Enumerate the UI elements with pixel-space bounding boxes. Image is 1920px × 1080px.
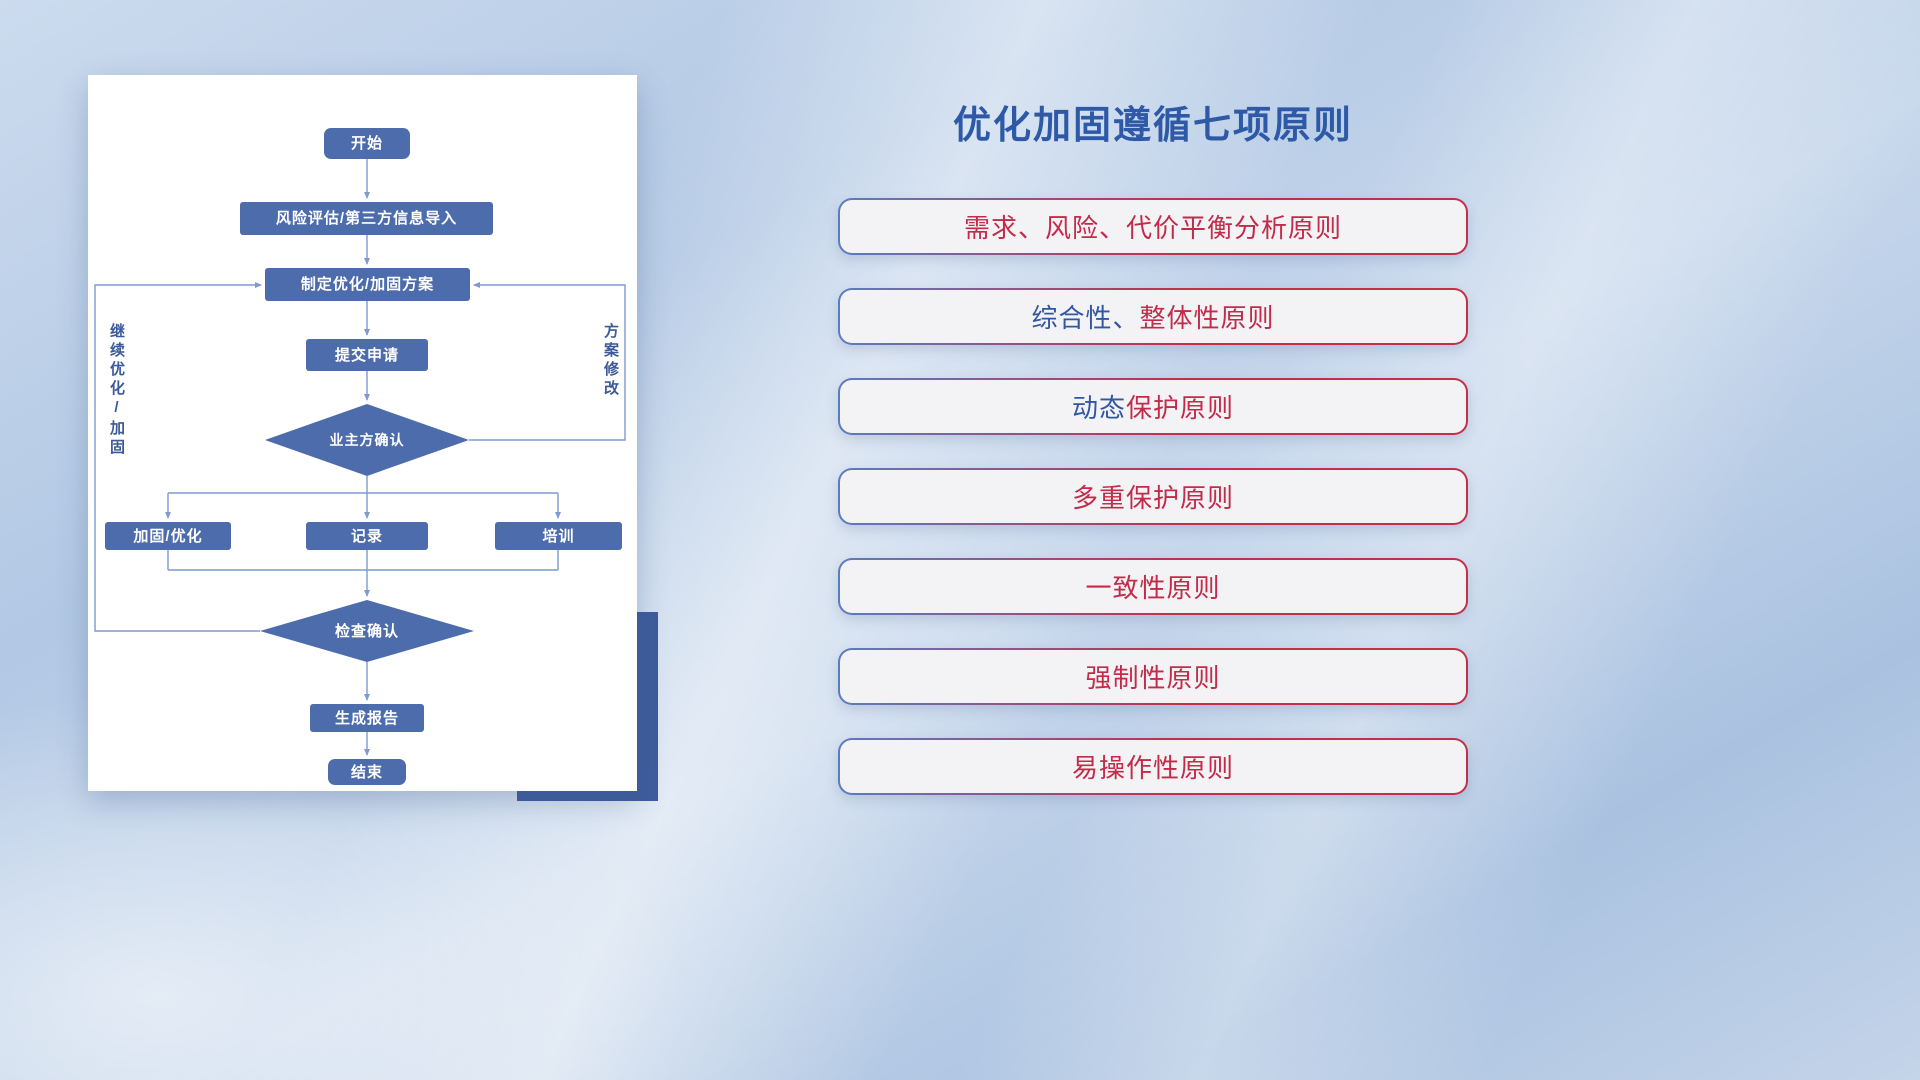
principle-text-segment: 动态	[1071, 393, 1126, 423]
flow-node-owner-confirm: 业主方确认	[265, 404, 469, 476]
flow-node-record: 记录	[306, 522, 428, 550]
principle-card: 一致性原则	[838, 558, 1468, 615]
principle-text-segment: 一致性原则	[1085, 573, 1221, 603]
principle-text-segment: 需求、风险、代价平衡分析原则	[963, 213, 1342, 243]
principle-label: 综合性、整体性原则	[840, 290, 1466, 343]
flow-node-risk-assessment: 风险评估/第三方信息导入	[240, 202, 493, 235]
principle-card: 综合性、整体性原则	[838, 288, 1468, 345]
principle-label: 动态保护原则	[840, 380, 1466, 433]
principle-text-segment: 易操作性原则	[1071, 753, 1234, 783]
principle-text-segment: 强制性原则	[1085, 663, 1221, 693]
principle-text-segment: 综合性、	[1031, 303, 1140, 333]
principle-label: 多重保护原则	[840, 470, 1466, 523]
principles-list: 需求、风险、代价平衡分析原则综合性、整体性原则动态保护原则多重保护原则一致性原则…	[838, 198, 1468, 828]
flow-node-start: 开始	[324, 128, 410, 159]
principle-card: 需求、风险、代价平衡分析原则	[838, 198, 1468, 255]
principle-label: 一致性原则	[840, 560, 1466, 613]
principle-label: 易操作性原则	[840, 740, 1466, 793]
flow-node-training: 培训	[495, 522, 622, 550]
flow-node-submit-application: 提交申请	[306, 339, 428, 371]
principle-text-segment: 多重保护原则	[1071, 483, 1234, 513]
principle-card: 强制性原则	[838, 648, 1468, 705]
principle-text-segment: 整体性原则	[1139, 303, 1275, 333]
flow-node-end: 结束	[328, 759, 406, 785]
principle-card: 易操作性原则	[838, 738, 1468, 795]
flow-node-generate-report: 生成报告	[310, 704, 424, 732]
principle-text-segment: 保护原则	[1126, 393, 1235, 423]
flowchart-card: 开始 风险评估/第三方信息导入 制定优化/加固方案 提交申请 业主方确认 加固/…	[88, 75, 637, 791]
flow-node-harden-optimize: 加固/优化	[105, 522, 231, 550]
flow-node-check-confirm: 检查确认	[260, 600, 474, 662]
flow-label-plan-modify: 方案修改	[602, 323, 619, 399]
principle-label: 强制性原则	[840, 650, 1466, 703]
principle-label: 需求、风险、代价平衡分析原则	[840, 200, 1466, 253]
principle-card: 动态保护原则	[838, 378, 1468, 435]
flow-node-make-plan: 制定优化/加固方案	[265, 268, 470, 301]
page-title: 优化加固遵循七项原则	[952, 105, 1353, 147]
flow-label-continue-optimize: 继续优化/加固	[108, 323, 125, 458]
principle-card: 多重保护原则	[838, 468, 1468, 525]
